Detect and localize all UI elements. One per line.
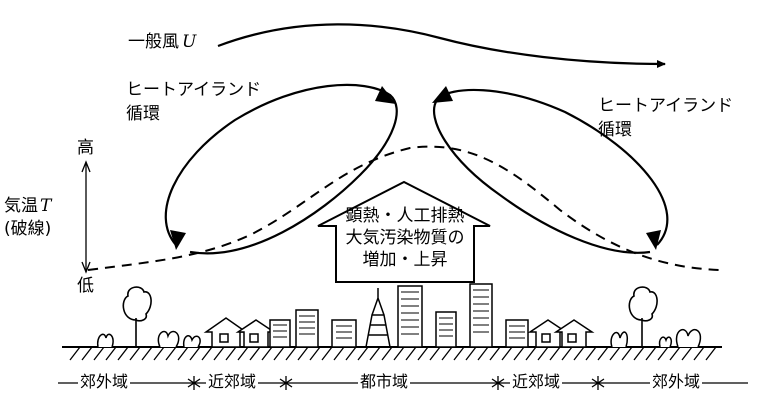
- house-icon: [203, 317, 249, 348]
- temperature-axis-arrow-top: [81, 160, 91, 173]
- temperature-axis-arrow-bottom: [81, 261, 91, 274]
- house-icon: [527, 319, 569, 348]
- left-circulation-loop: [164, 83, 398, 255]
- zone-near-suburban-left: 近郊域: [206, 372, 259, 392]
- right-circulation-label: ヒートアイランド 循環: [598, 96, 733, 140]
- zone-suburban-left: 郊外域: [78, 372, 131, 392]
- center-box-line3: 増加・上昇: [362, 250, 448, 270]
- center-box-text: 顕熱・人工排熱 大気汚染物質の 増加・上昇: [338, 205, 472, 271]
- center-arrow-box: [317, 180, 491, 283]
- circulation-line1: ヒートアイランド: [598, 96, 734, 116]
- circulation-line2: 循環: [598, 120, 632, 140]
- circulation-line2: 循環: [126, 104, 160, 124]
- building-icon: [469, 283, 493, 348]
- center-box-line2: 大気汚染物質の: [345, 228, 465, 248]
- temp-low-label: 低: [77, 276, 94, 296]
- tower-icon: [365, 288, 391, 348]
- house-icon: [553, 319, 595, 348]
- zone-near-suburban-right: 近郊域: [510, 372, 563, 392]
- right-loop-arrowhead-bottom: [646, 230, 661, 250]
- tree-icon: [122, 286, 152, 347]
- circulation-line1: ヒートアイランド: [126, 80, 262, 100]
- zone-dividers: [187, 376, 605, 390]
- shrub-icon: [96, 328, 702, 348]
- building-icon: [295, 309, 319, 348]
- temperature-text: 気温: [4, 196, 38, 216]
- building-icon: [397, 285, 423, 348]
- temperature-symbol: T: [40, 196, 52, 216]
- dashed-note: (破線): [4, 219, 52, 239]
- left-circulation-label: ヒートアイランド 循環: [126, 80, 261, 124]
- ground-hatching: [69, 346, 717, 361]
- building-icon: [505, 319, 529, 348]
- building-icon: [435, 311, 457, 348]
- house-icon: [235, 319, 277, 348]
- left-loop-arrowhead-bottom: [170, 230, 186, 250]
- general-wind-text: 一般風: [128, 32, 179, 52]
- building-icon: [269, 319, 291, 348]
- temperature-dashed-line: [87, 145, 721, 271]
- zone-suburban-right: 郊外域: [650, 372, 703, 392]
- left-loop-arrowhead-top: [375, 86, 396, 104]
- zone-urban: 都市域: [358, 372, 411, 392]
- tree-icon: [628, 286, 658, 347]
- right-loop-arrowhead-top: [432, 86, 453, 103]
- temp-high-label: 高: [77, 138, 94, 158]
- building-icon: [331, 319, 357, 348]
- wind-symbol: U: [182, 32, 197, 52]
- general-wind-arrow: [217, 23, 666, 68]
- center-box-line1: 顕熱・人工排熱: [345, 206, 465, 226]
